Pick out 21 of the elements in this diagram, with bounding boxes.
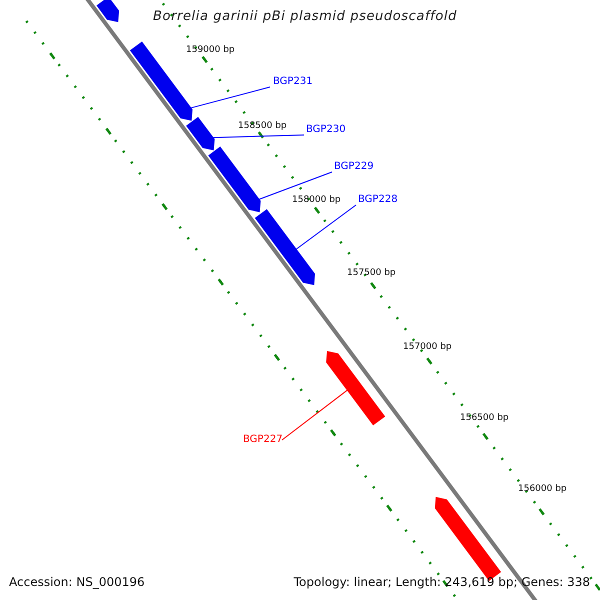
gene-bar — [254, 209, 316, 286]
scale-label: 159000 bp — [186, 46, 235, 55]
scale-label: 158500 bp — [238, 122, 287, 131]
scale-label: 157500 bp — [347, 269, 396, 278]
gene-label: BGP230 — [306, 125, 346, 135]
gene-bar — [208, 146, 261, 212]
leader-line — [212, 134, 304, 138]
leader-line — [258, 172, 332, 200]
gene-label: BGP229 — [334, 162, 374, 172]
leader-line — [282, 390, 348, 440]
gene-label: BGP227 — [243, 435, 283, 445]
gene-bar — [96, 0, 120, 22]
diagram-title: Borrelia garinii pBi plasmid pseudoscaffold — [153, 10, 457, 23]
scale-label: 156500 bp — [460, 414, 509, 423]
accession-text: Accession: NS_000196 — [9, 576, 145, 588]
leader-line — [190, 86, 270, 108]
leader-line — [296, 204, 356, 250]
gene-label: BGP231 — [273, 77, 313, 87]
gene-bar — [326, 351, 386, 426]
gene-label: BGP228 — [358, 195, 398, 205]
gene-bar — [186, 116, 215, 150]
